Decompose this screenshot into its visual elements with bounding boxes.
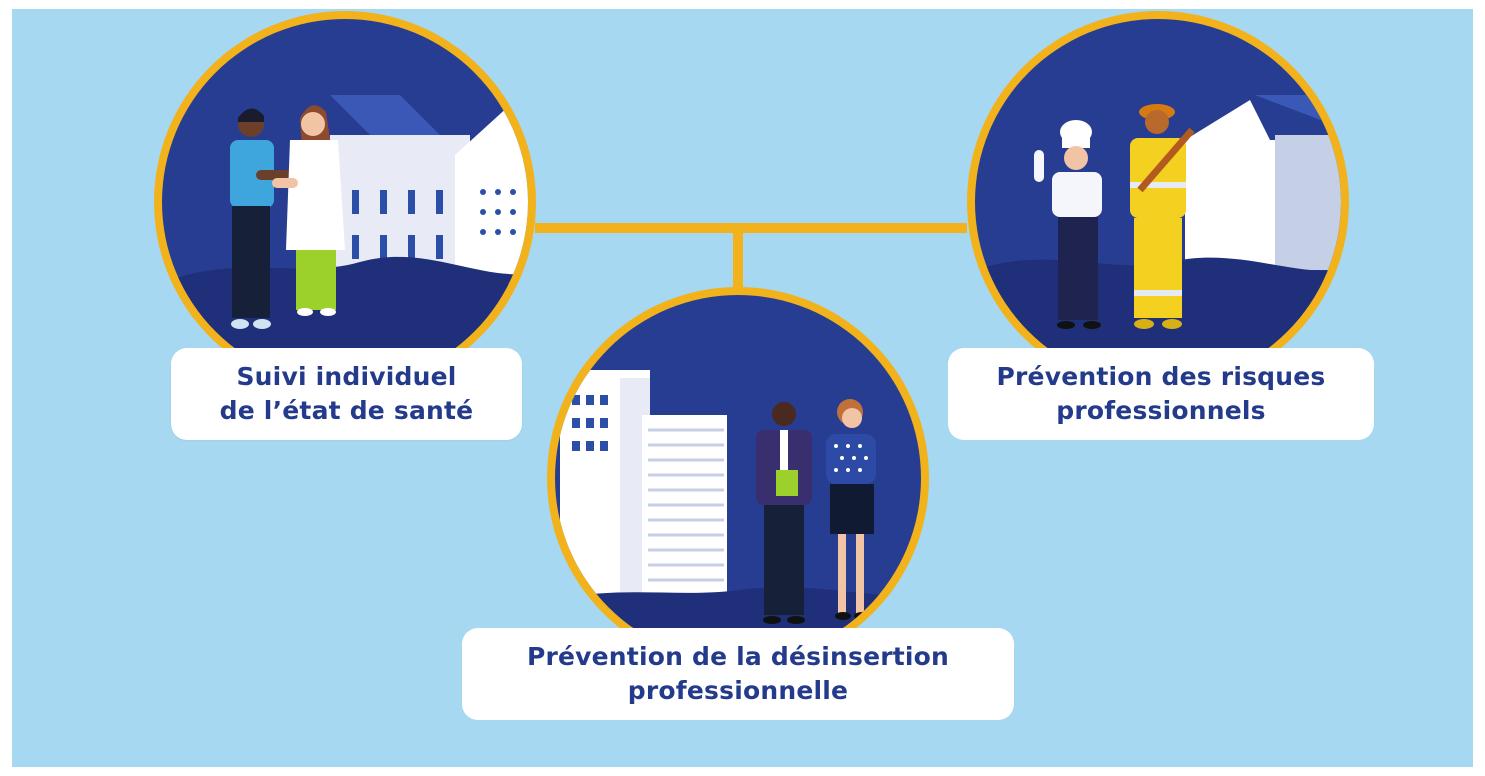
label-line: Prévention de la désinsertion [526, 642, 950, 671]
firefighter-figure [1130, 104, 1195, 329]
vertical-connector [733, 228, 743, 303]
label-line: professionnels [1056, 396, 1266, 425]
label-suivi-individuel: Suivi individuel de l’état de santé [171, 348, 522, 440]
label-line: professionnelle [627, 676, 849, 705]
chef-figure [1034, 120, 1102, 329]
label-prevention-risques: Prévention des risques professionnels [948, 348, 1374, 440]
patient-figure [230, 108, 292, 329]
circle-prevention-desinsertion [547, 287, 929, 669]
businessman-figure [756, 402, 812, 624]
label-line: Suivi individuel [236, 362, 457, 391]
businesswoman-figure [826, 399, 876, 620]
doctor-figure [272, 105, 345, 316]
label-line: de l’état de santé [219, 396, 474, 425]
circle-suivi-individuel [154, 11, 536, 393]
horizontal-connector [535, 223, 967, 233]
label-prevention-desinsertion: Prévention de la désinsertion profession… [462, 628, 1014, 720]
label-line: Prévention des risques [996, 362, 1326, 391]
connector-lines [535, 223, 967, 303]
